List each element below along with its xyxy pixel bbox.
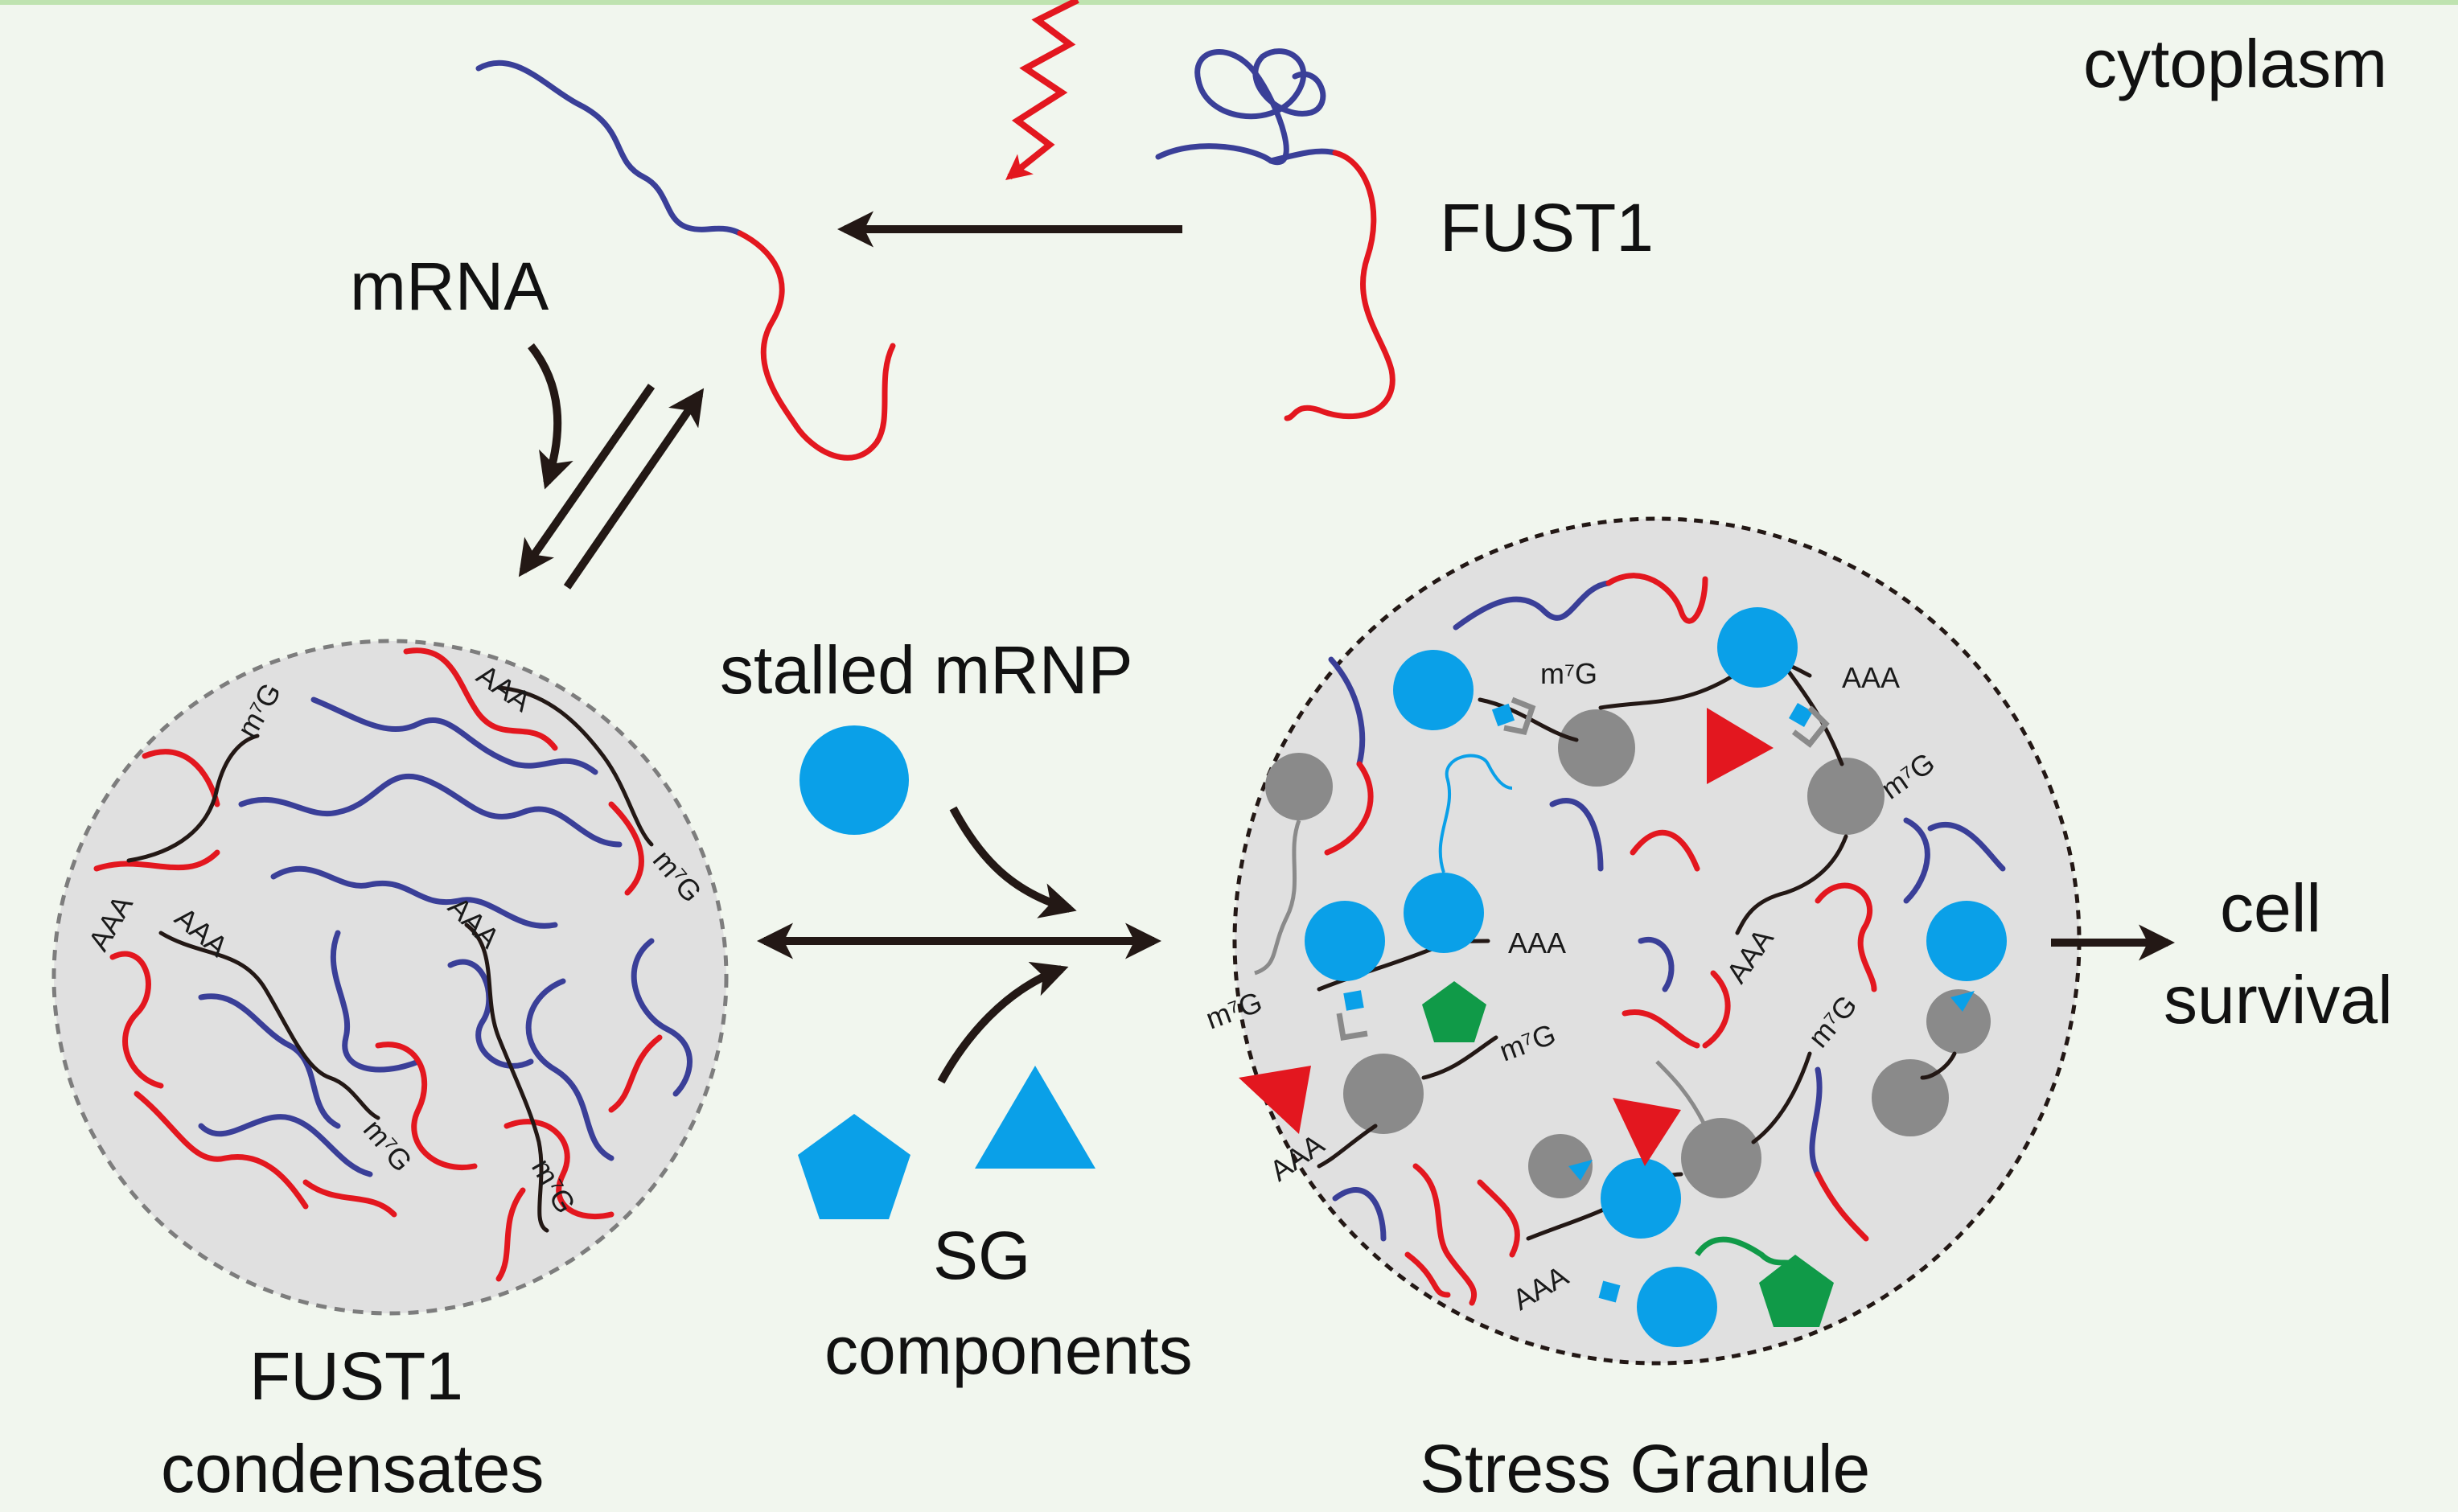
stress-granule: m⁷G AAA m⁷G AAA m⁷G AAA m⁷G m⁷G AAA AAA <box>1202 516 2082 1366</box>
sg-pentagon-icon <box>798 1114 910 1219</box>
cap-label: m⁷G <box>1540 657 1597 690</box>
grey-protein-icon <box>1265 753 1333 820</box>
polya-label: AAA <box>1842 661 1900 694</box>
grey-protein-icon <box>1343 1054 1424 1134</box>
label-sg-line2: components <box>824 1313 1193 1388</box>
grey-protein-icon <box>1926 989 1991 1054</box>
label-fust1: FUST1 <box>1440 190 1654 265</box>
sg-join-arrow <box>937 961 1069 1084</box>
mrnp-icon <box>1637 1267 1717 1347</box>
mrna-binding-arrow <box>528 343 573 490</box>
grey-protein-icon <box>1872 1059 1949 1136</box>
red-triangle-icon <box>1239 1066 1311 1134</box>
grey-protein-icon <box>1807 758 1885 835</box>
label-mrna: mRNA <box>350 249 549 324</box>
polya-label: AAA <box>1508 927 1566 959</box>
mrnp-icon <box>1393 650 1474 730</box>
grey-protein-icon <box>1528 1134 1593 1198</box>
sg-triangle-icon <box>975 1066 1095 1169</box>
mrnp-icon <box>1717 607 1798 688</box>
stress-zigzag-icon <box>1005 0 1079 180</box>
red-triangle-icon <box>1613 1098 1681 1166</box>
mrnp-icon <box>1926 901 2007 981</box>
label-survival: survival <box>2164 962 2393 1037</box>
condensate-boundary <box>51 639 729 1316</box>
red-triangle-icon <box>1707 708 1774 784</box>
mrnp-icon <box>1305 901 1385 981</box>
grey-protein-icon <box>1558 709 1635 787</box>
label-stalled-mrnp: stalled mRNP <box>720 632 1132 708</box>
label-cytoplasm: cytoplasm <box>2083 26 2387 101</box>
top-border <box>0 0 2458 5</box>
green-pentagon-icon <box>1759 1255 1834 1327</box>
grey-protein-icon <box>1681 1118 1761 1198</box>
dissolution-arrow <box>563 388 705 590</box>
fust1-condensate: m⁷G AAA m⁷G AAA AAA AAA m⁷G m⁷G <box>51 639 729 1316</box>
mrnp-icon <box>1404 873 1484 953</box>
green-pentagon-icon <box>1422 981 1486 1042</box>
label-cell: cell <box>2220 870 2321 946</box>
free-mrna-icon <box>475 60 896 461</box>
condensation-arrow <box>518 384 656 577</box>
label-condensates-line1: FUST1 <box>249 1338 463 1414</box>
label-stress-granule: Stress Granule <box>1420 1431 1870 1506</box>
stalled-mrnp-icon <box>799 725 909 835</box>
mrnp-join-arrow <box>949 806 1077 918</box>
label-condensates-line2: condensates <box>161 1431 544 1506</box>
fust1-protein-icon <box>1155 48 1395 421</box>
label-sg-line1: SG <box>933 1218 1030 1293</box>
mrnp-icon <box>1601 1158 1681 1239</box>
